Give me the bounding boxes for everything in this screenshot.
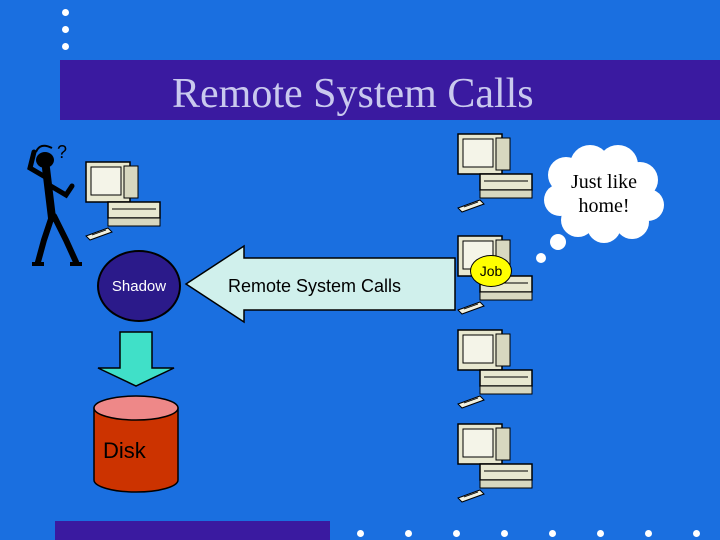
- bullet-dot: [645, 530, 652, 537]
- job-node: Job: [470, 255, 512, 287]
- stick-figure-icon: [27, 144, 82, 266]
- shadow-label: Shadow: [111, 277, 167, 295]
- job-label: Job: [479, 263, 503, 279]
- thought-line-1: Just like: [570, 171, 638, 193]
- bullet-dot: [62, 26, 69, 33]
- remote-calls-arrow: [184, 244, 456, 324]
- bullet-dot: [62, 9, 69, 16]
- computer-icon: [85, 161, 161, 241]
- slide-title: Remote System Calls: [172, 71, 534, 117]
- title-bar: [60, 60, 720, 120]
- thought-text: Just like home!: [556, 170, 652, 218]
- shadow-node: Shadow: [97, 250, 181, 322]
- computer-icon: [457, 423, 533, 503]
- bullet-dot: [693, 530, 700, 537]
- bullet-dot: [597, 530, 604, 537]
- bullet-dot: [62, 43, 69, 50]
- bullet-dot: [357, 530, 364, 537]
- bullet-dot: [405, 530, 412, 537]
- arrow-label: Remote System Calls: [228, 276, 402, 296]
- question-mark: ?: [57, 142, 67, 162]
- disk-label: Disk: [103, 438, 146, 463]
- thought-cloud-icon: [536, 145, 664, 263]
- thought-line-2: home!: [578, 195, 630, 217]
- bullet-dot: [549, 530, 556, 537]
- computer-icon: [457, 133, 533, 213]
- bullet-dot: [501, 530, 508, 537]
- bottom-bar: [55, 521, 330, 540]
- down-arrow: [97, 331, 175, 387]
- bullet-dot: [453, 530, 460, 537]
- computer-icon: [457, 329, 533, 409]
- disk-icon: [93, 395, 179, 493]
